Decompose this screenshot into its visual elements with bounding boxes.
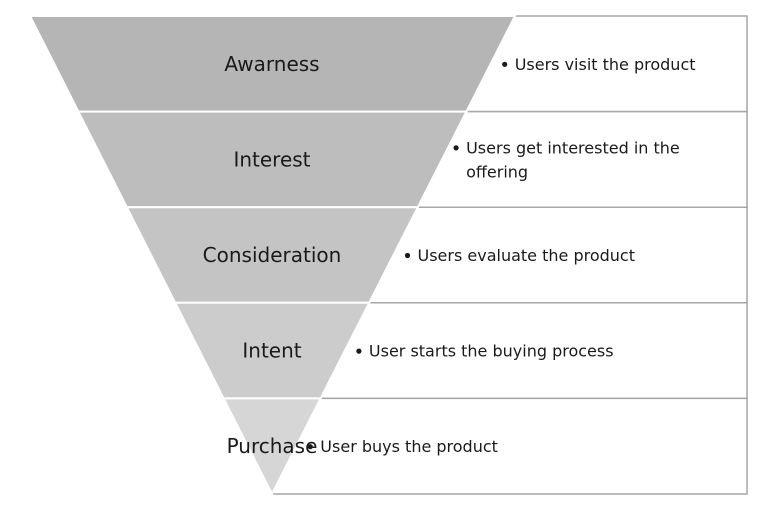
bullet-icon bbox=[502, 61, 508, 67]
stage-description-2-line-1: Users get interested in the bbox=[466, 138, 680, 157]
stage-label-2: Interest bbox=[233, 147, 310, 171]
funnel-stage-5 bbox=[221, 397, 323, 497]
stage-label-3: Consideration bbox=[203, 243, 342, 267]
stage-description-5-line-1: User buys the product bbox=[320, 437, 498, 456]
stage-label-1: Awarness bbox=[224, 52, 319, 76]
bullet-icon bbox=[404, 252, 411, 259]
stage-description-1-line-1: Users visit the product bbox=[515, 55, 696, 74]
stage-description-3-line-1: Users evaluate the product bbox=[418, 246, 635, 265]
description-box-2 bbox=[416, 110, 748, 208]
stage-description-4-line-1: User starts the buying process bbox=[369, 342, 614, 361]
stage-description-2-line-2: offering bbox=[466, 162, 528, 181]
stage-label-4: Intent bbox=[242, 339, 301, 363]
stage-label-5: Purchase bbox=[227, 434, 318, 458]
bullet-icon bbox=[356, 348, 362, 354]
bullet-icon bbox=[453, 145, 459, 151]
bullet-icon bbox=[307, 444, 313, 450]
